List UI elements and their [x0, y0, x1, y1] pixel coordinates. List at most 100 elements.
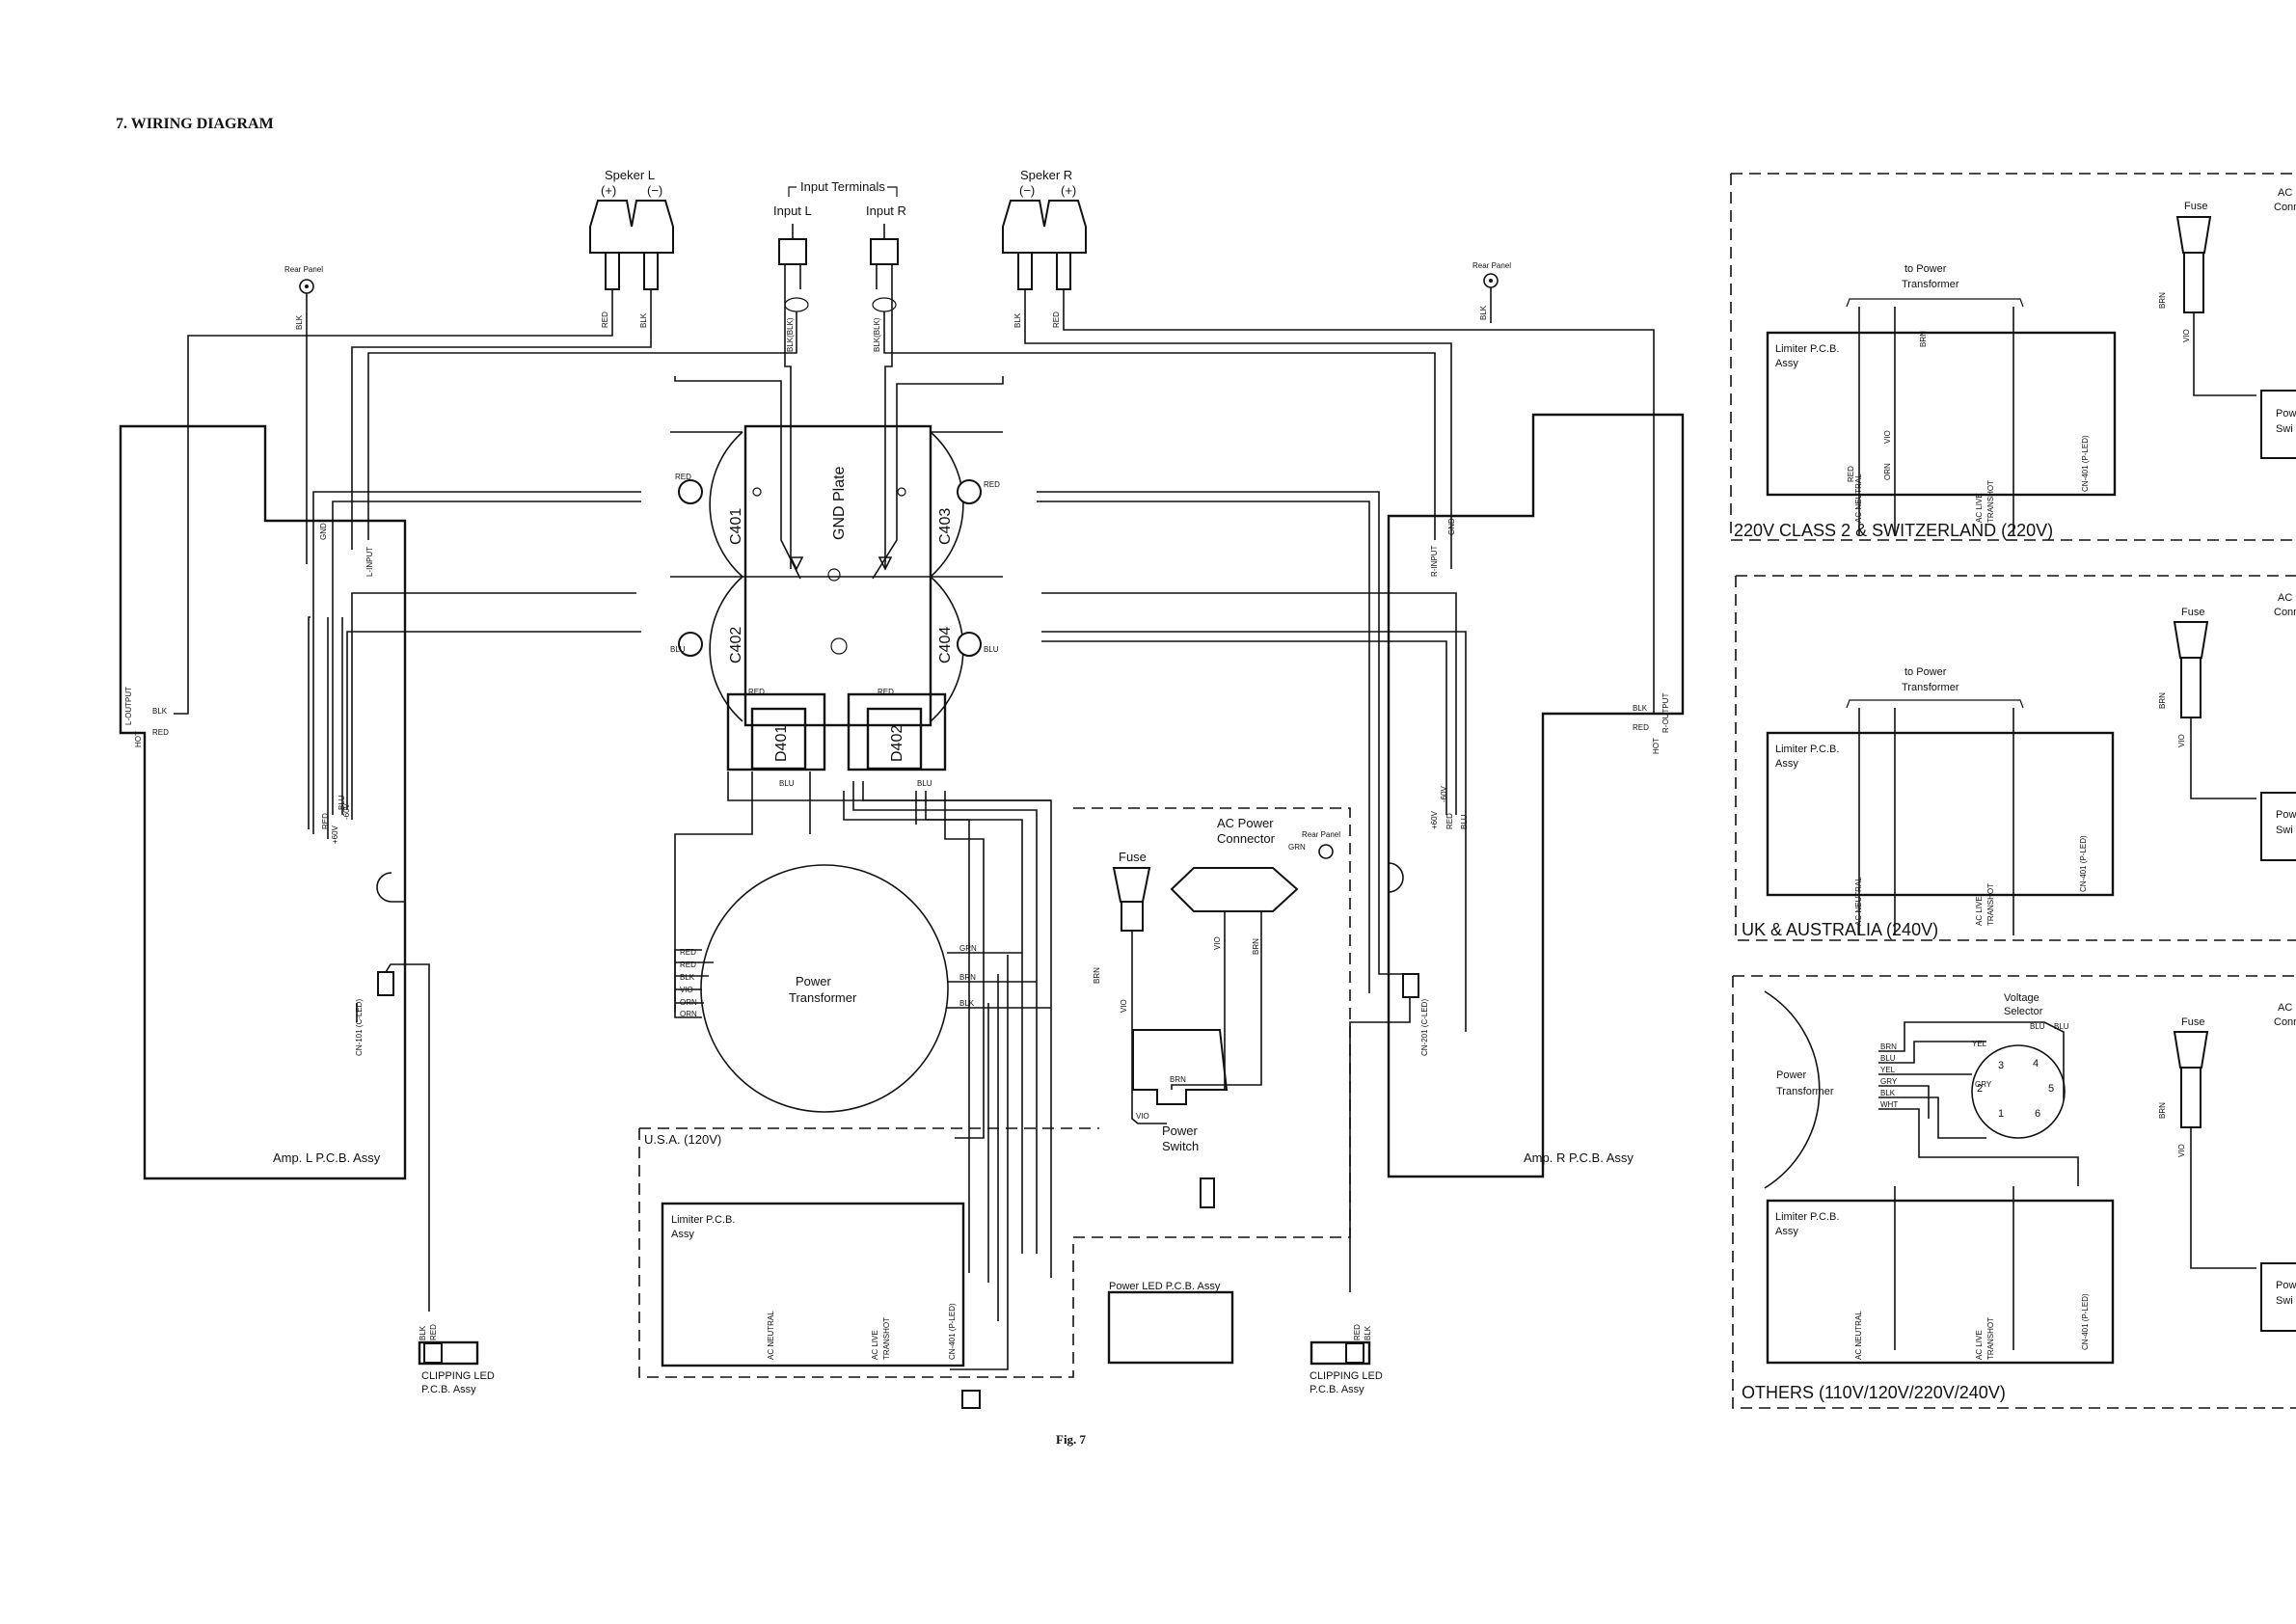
usa-region: U.S.A. (120V) Limiter P.C.B. Assy Power …: [638, 807, 1351, 1409]
ac-uk-label: AC: [2278, 592, 2292, 604]
speaker-l-minus: (−): [647, 183, 662, 198]
clipping-led-l: CLIPPING LED P.C.B. Assy: [418, 1340, 495, 1395]
wire-label-cn101: CN-101 (C-LED): [355, 999, 364, 1056]
limiter-others-label-2: Assy: [1775, 1226, 1798, 1237]
wire-label-red: RED: [321, 813, 330, 829]
fuse-sw-label: Fuse: [2184, 201, 2207, 212]
sel-pin-3: 3: [1998, 1060, 2004, 1071]
speaker-r-minus: (−): [1019, 183, 1035, 198]
gnd-plate-label: GND Plate: [831, 466, 848, 540]
wire-label-red: RED: [1353, 1324, 1362, 1340]
wire-label-red: RED: [680, 961, 696, 969]
amp-r-label: Amp. R P.C.B. Assy: [1524, 1150, 1634, 1165]
wire-label-red: RED: [601, 311, 609, 328]
conn-others-label: Conn: [2274, 1016, 2296, 1028]
swi-others-label: Swi: [2276, 1295, 2293, 1307]
ac-connector-usa-label-2: Connector: [1217, 831, 1276, 846]
wire-label-blk-blk: BLK(BLK): [873, 317, 881, 352]
wire-label-r-input: R-INPUT: [1430, 545, 1439, 577]
sel-pin-1: 1: [1998, 1108, 2004, 1120]
wire-label-blk: BLK: [1633, 704, 1648, 713]
region-others: OTHERS (110V/120V/220V/240V) Power Trans…: [1732, 975, 2296, 1409]
wire-label-cn401: CN-401 (P-LED): [948, 1303, 957, 1360]
fuse-uk-label: Fuse: [2181, 607, 2204, 618]
wire-label-blk: BLK: [419, 1325, 427, 1340]
wire-label-vio: VIO: [2177, 1144, 2186, 1157]
wire-label-red: RED: [1052, 311, 1061, 328]
wire-color-tags: BLK RED BLK BLK(BLK) BLK(BLK) BLK RED BL…: [152, 292, 2191, 1340]
speaker-l-terminal: Speker L (+) (−): [589, 168, 674, 328]
conn-uk-label: Conn: [2274, 607, 2296, 618]
diode-d401: D401: [726, 692, 826, 771]
diode-d401-label: D401: [773, 725, 790, 762]
wire-label-l-input: L-INPUT: [365, 547, 374, 577]
amp-l-pcb: Amp. L P.C.B. Assy: [119, 424, 430, 1312]
input-terminals-label: Input Terminals: [800, 179, 885, 194]
power-transformer-main: Power Transformer: [674, 864, 1051, 1113]
transformer-others-1: Power: [1776, 1069, 1807, 1081]
wire-label-gnd: GND: [319, 523, 328, 540]
wire-label-gry: GRY: [1975, 1080, 1992, 1089]
clipping-led-r: CLIPPING LED P.C.B. Assy: [1310, 1340, 1383, 1395]
wire-label-gnd: GND: [1447, 518, 1456, 535]
cap-c403-label: C403: [937, 508, 954, 545]
diode-d402: D402: [847, 692, 947, 771]
wire-label-red: RED: [680, 948, 696, 957]
wire-label-brn: BRN: [1880, 1042, 1897, 1051]
wire-label-plus60: +60V: [331, 825, 339, 844]
wire-label-plus60: +60V: [1430, 810, 1439, 829]
fuse-usa-label: Fuse: [1119, 850, 1147, 864]
wire-label-grn: GRN: [1288, 843, 1306, 852]
clipping-led-r-label-1: CLIPPING LED: [1310, 1370, 1383, 1382]
rear-panel-usa: Rear Panel: [1302, 830, 1340, 839]
input-terminals: Input Terminals Input L Input R: [773, 179, 906, 312]
wire-label-cn201: CN-201 (C-LED): [1420, 999, 1429, 1056]
speaker-r-label: Speker R: [1020, 168, 1072, 182]
clipping-led-l-label-2: P.C.B. Assy: [421, 1384, 476, 1395]
wire-label-yel: YEL: [1880, 1066, 1896, 1074]
wire-label-r-output: R-OUTPUT: [1661, 693, 1670, 733]
gnd-plate-assembly: GND Plate C401 C402 C403 C404: [670, 424, 1003, 727]
wire-label-cn401: CN-401 (P-LED): [2081, 1293, 2090, 1350]
wire-label-grn: GRN: [959, 944, 977, 953]
wire-label-wht: WHT: [1880, 1100, 1898, 1109]
wire-label-ac-live: AC LIVE: [1975, 493, 1984, 523]
power-led-label: Power LED P.C.B. Assy: [1109, 1281, 1221, 1292]
limiter-others-label-1: Limiter P.C.B.: [1775, 1211, 1839, 1223]
wire-label-vio: VIO: [1120, 999, 1128, 1013]
region-switzerland-label: 220V CLASS 2 & SWITZERLAND (220V): [1734, 521, 2053, 540]
wire-label-transhot: TRANSHOT: [1986, 480, 1995, 523]
limiter-usa-label-2: Assy: [671, 1229, 694, 1240]
limiter-uk-label-1: Limiter P.C.B.: [1775, 744, 1839, 755]
wire-label-transhot: TRANSHOT: [1986, 1317, 1995, 1360]
swi-sw-label: Swi: [2276, 423, 2293, 435]
wire-label-minus60: -60V: [1440, 785, 1448, 802]
fuse-others-label: Fuse: [2181, 1016, 2204, 1028]
cap-c401-label: C401: [728, 508, 744, 545]
wire-label-red: RED: [984, 480, 1000, 489]
sel-pin-6: 6: [2035, 1108, 2040, 1120]
wire-label-vio: VIO: [1213, 936, 1222, 950]
limiter-sw-label-2: Assy: [1775, 358, 1798, 369]
wire-label-vio: VIO: [680, 986, 693, 994]
wire-label-vio: VIO: [1883, 430, 1892, 444]
figure-caption: Fig. 7: [1056, 1432, 1087, 1447]
usa-region-label: U.S.A. (120V): [644, 1132, 721, 1147]
wire-label-brn: BRN: [2158, 1102, 2167, 1119]
wire-label-red: RED: [1633, 723, 1649, 732]
region-switzerland: 220V CLASS 2 & SWITZERLAND (220V) Limite…: [1730, 173, 2296, 541]
speaker-l-label: Speker L: [605, 168, 655, 182]
cap-c402-label: C402: [728, 627, 744, 663]
voltage-selector-1: Voltage: [2004, 992, 2039, 1004]
wire-label-red: RED: [429, 1324, 438, 1340]
sel-pin-5: 5: [2048, 1083, 2054, 1095]
wire-label-yel: YEL: [1972, 1040, 1987, 1048]
ac-others-label: AC: [2278, 1002, 2292, 1014]
wire-label-red: RED: [1847, 466, 1855, 482]
wire-label-ac-neutral: AC NEUTRAL: [1854, 877, 1863, 926]
wire-label-blk: BLK: [1479, 305, 1488, 320]
input-r-label: Input R: [866, 203, 906, 218]
wire-label-hot: HOT: [1652, 738, 1661, 754]
wire-label-blu: BLU: [338, 795, 346, 810]
